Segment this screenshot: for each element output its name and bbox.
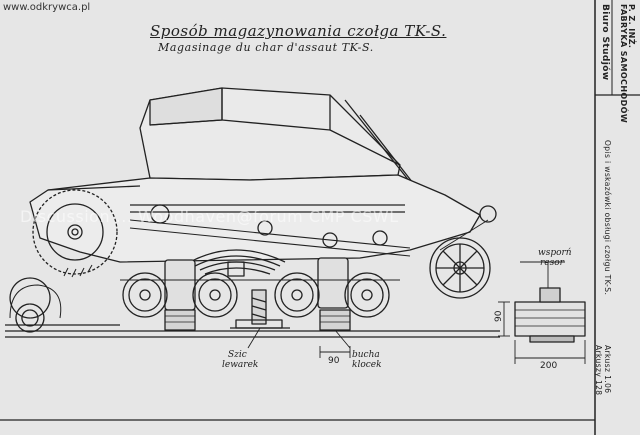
label-klocek-1: bucha — [352, 350, 380, 360]
bogie-units — [120, 257, 400, 311]
label-resor-prefix: wsporń — [538, 248, 572, 258]
dimension-lines — [319, 301, 586, 364]
label-lewarek-2: lewarek — [222, 360, 259, 370]
title-block-line1: P. Z. INŻ. — [627, 4, 636, 49]
dim-200: 200 — [540, 361, 558, 371]
title-block-line3: Biuro Studjów — [600, 4, 610, 81]
leaf-spring — [189, 249, 286, 277]
idler-wheel — [429, 205, 497, 299]
coiled-track — [5, 277, 500, 338]
label-klocek-2: klocek — [352, 360, 382, 370]
label-lewarek-1: Szic — [228, 350, 247, 360]
spring-support-detail — [514, 287, 586, 343]
return-rollers — [129, 204, 411, 257]
title-block-description: Opis i wskazówki obsługi czołgu TK-S. — [603, 140, 612, 296]
tank-hull — [29, 87, 481, 263]
source-url: www.odkrywca.pl — [3, 2, 91, 13]
dim-90-horizontal: 90 — [328, 356, 340, 366]
drawing-title: Sposób magazynowania czołga TK-S. — [150, 22, 447, 40]
road-wheels — [122, 272, 390, 318]
title-block-line2: FABRYKA SAMOCHODÓW — [619, 4, 628, 124]
drive-sprocket — [32, 189, 118, 278]
jack-support — [230, 289, 290, 329]
label-resor: resor — [540, 258, 564, 268]
watermark: Discussion ... Woodhaven@forum CMP CSWL — [20, 207, 399, 226]
title-block-sheet-total: Arkuszy 128 — [594, 345, 603, 396]
title-block-sheet: Arkusz 1.06 — [603, 345, 612, 394]
wooden-blocks — [164, 309, 351, 331]
dim-90-vertical: 90 — [494, 310, 504, 322]
drawing-subtitle: Magasinage du char d'assaut TK-S. — [158, 41, 374, 54]
